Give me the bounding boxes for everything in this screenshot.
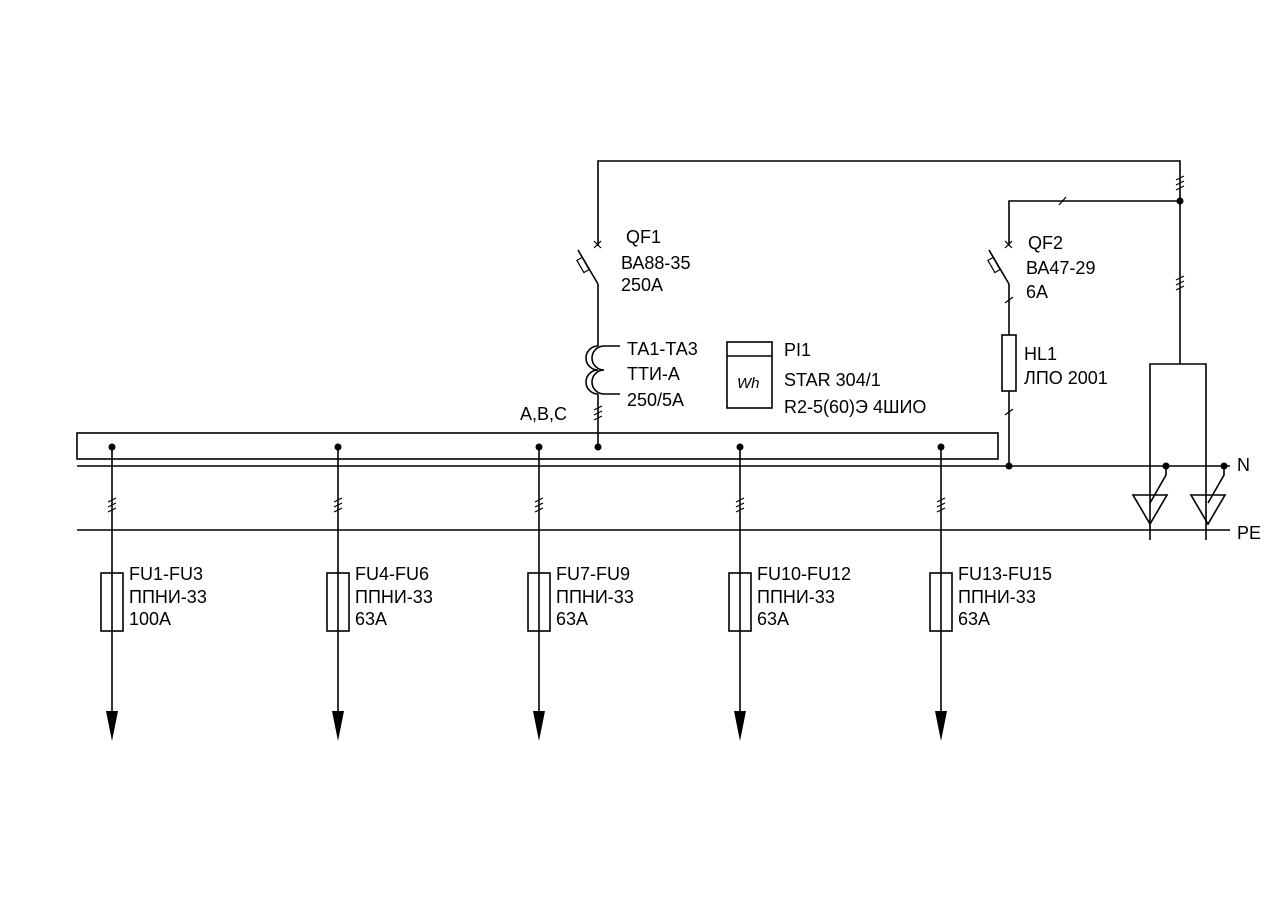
feeder-1	[100, 443, 124, 741]
fuse-3-type: ППНИ-33	[556, 587, 634, 607]
phase-tick	[333, 497, 343, 503]
hl1-indicator	[1001, 334, 1017, 470]
phase-tick	[936, 497, 946, 503]
phase-tick	[107, 507, 117, 513]
fuse-2-rating: 63А	[355, 609, 387, 629]
fuse-1-type: ППНИ-33	[129, 587, 207, 607]
meter-symbol: Wh	[737, 375, 760, 392]
pi1-spec: R2-5(60)Э 4ШИО	[784, 397, 926, 417]
outgoing-arrow-icon	[734, 711, 746, 741]
phase-tick	[936, 507, 946, 513]
neutral-label: N	[1237, 455, 1250, 475]
phase-tick	[333, 502, 343, 508]
phase-tick	[534, 497, 544, 503]
current-transformer	[585, 345, 620, 451]
phase-tick	[107, 497, 117, 503]
fuse-2-type: ППНИ-33	[355, 587, 433, 607]
qf1-designation: QF1	[626, 227, 661, 247]
qf1-rating: 250А	[621, 275, 663, 295]
fuse-5-rating: 63А	[958, 609, 990, 629]
neutral-bus	[77, 462, 1230, 470]
pi1-designation: PI1	[784, 340, 811, 360]
pi1-model: STAR 304/1	[784, 370, 881, 390]
phase-tick	[107, 502, 117, 508]
qf2-rating: 6А	[1026, 282, 1048, 302]
fuse-1-designation: FU1-FU3	[129, 564, 203, 584]
ta-ratio: 250/5А	[627, 390, 684, 410]
phase-tick	[735, 502, 745, 508]
qf1-type: ВА88-35	[621, 253, 690, 273]
surge-arresters	[1131, 363, 1227, 540]
energy-meter: Wh	[726, 341, 773, 409]
fuse-1-rating: 100А	[129, 609, 171, 629]
qf1-breaker	[576, 240, 602, 346]
fuse-2-designation: FU4-FU6	[355, 564, 429, 584]
qf2-type: ВА47-29	[1026, 258, 1095, 278]
outgoing-arrow-icon	[106, 711, 118, 741]
fuse-5-designation: FU13-FU15	[958, 564, 1052, 584]
phase-busbar	[76, 432, 999, 460]
fuse-5-type: ППНИ-33	[958, 587, 1036, 607]
phase-tick	[534, 507, 544, 513]
phase-tick	[735, 507, 745, 513]
supply-loop-wire	[597, 160, 1185, 364]
ta-type: ТТИ-А	[627, 364, 680, 384]
pe-label: PE	[1237, 523, 1261, 543]
fuse-4-type: ППНИ-33	[757, 587, 835, 607]
qf2-designation: QF2	[1028, 233, 1063, 253]
feeder-4	[728, 443, 752, 741]
fuse-4-designation: FU10-FU12	[757, 564, 851, 584]
phase-tick	[534, 502, 544, 508]
ta-designation: ТА1-ТА3	[627, 339, 698, 359]
feeder-5	[929, 443, 953, 741]
hl1-designation: HL1	[1024, 344, 1057, 364]
fuse-3-designation: FU7-FU9	[556, 564, 630, 584]
hl1-type: ЛПО 2001	[1024, 368, 1108, 388]
feeders	[100, 443, 953, 741]
feeder-2	[326, 443, 350, 741]
fuse-4-rating: 63А	[757, 609, 789, 629]
feeder-3	[527, 443, 551, 741]
bus-label: A,B,C	[520, 404, 567, 424]
phase-tick	[936, 502, 946, 508]
fuse-3-rating: 63А	[556, 609, 588, 629]
outgoing-arrow-icon	[533, 711, 545, 741]
phase-tick	[735, 497, 745, 503]
outgoing-arrow-icon	[935, 711, 947, 741]
phase-tick	[333, 507, 343, 513]
outgoing-arrow-icon	[332, 711, 344, 741]
qf2-branch	[987, 196, 1180, 335]
